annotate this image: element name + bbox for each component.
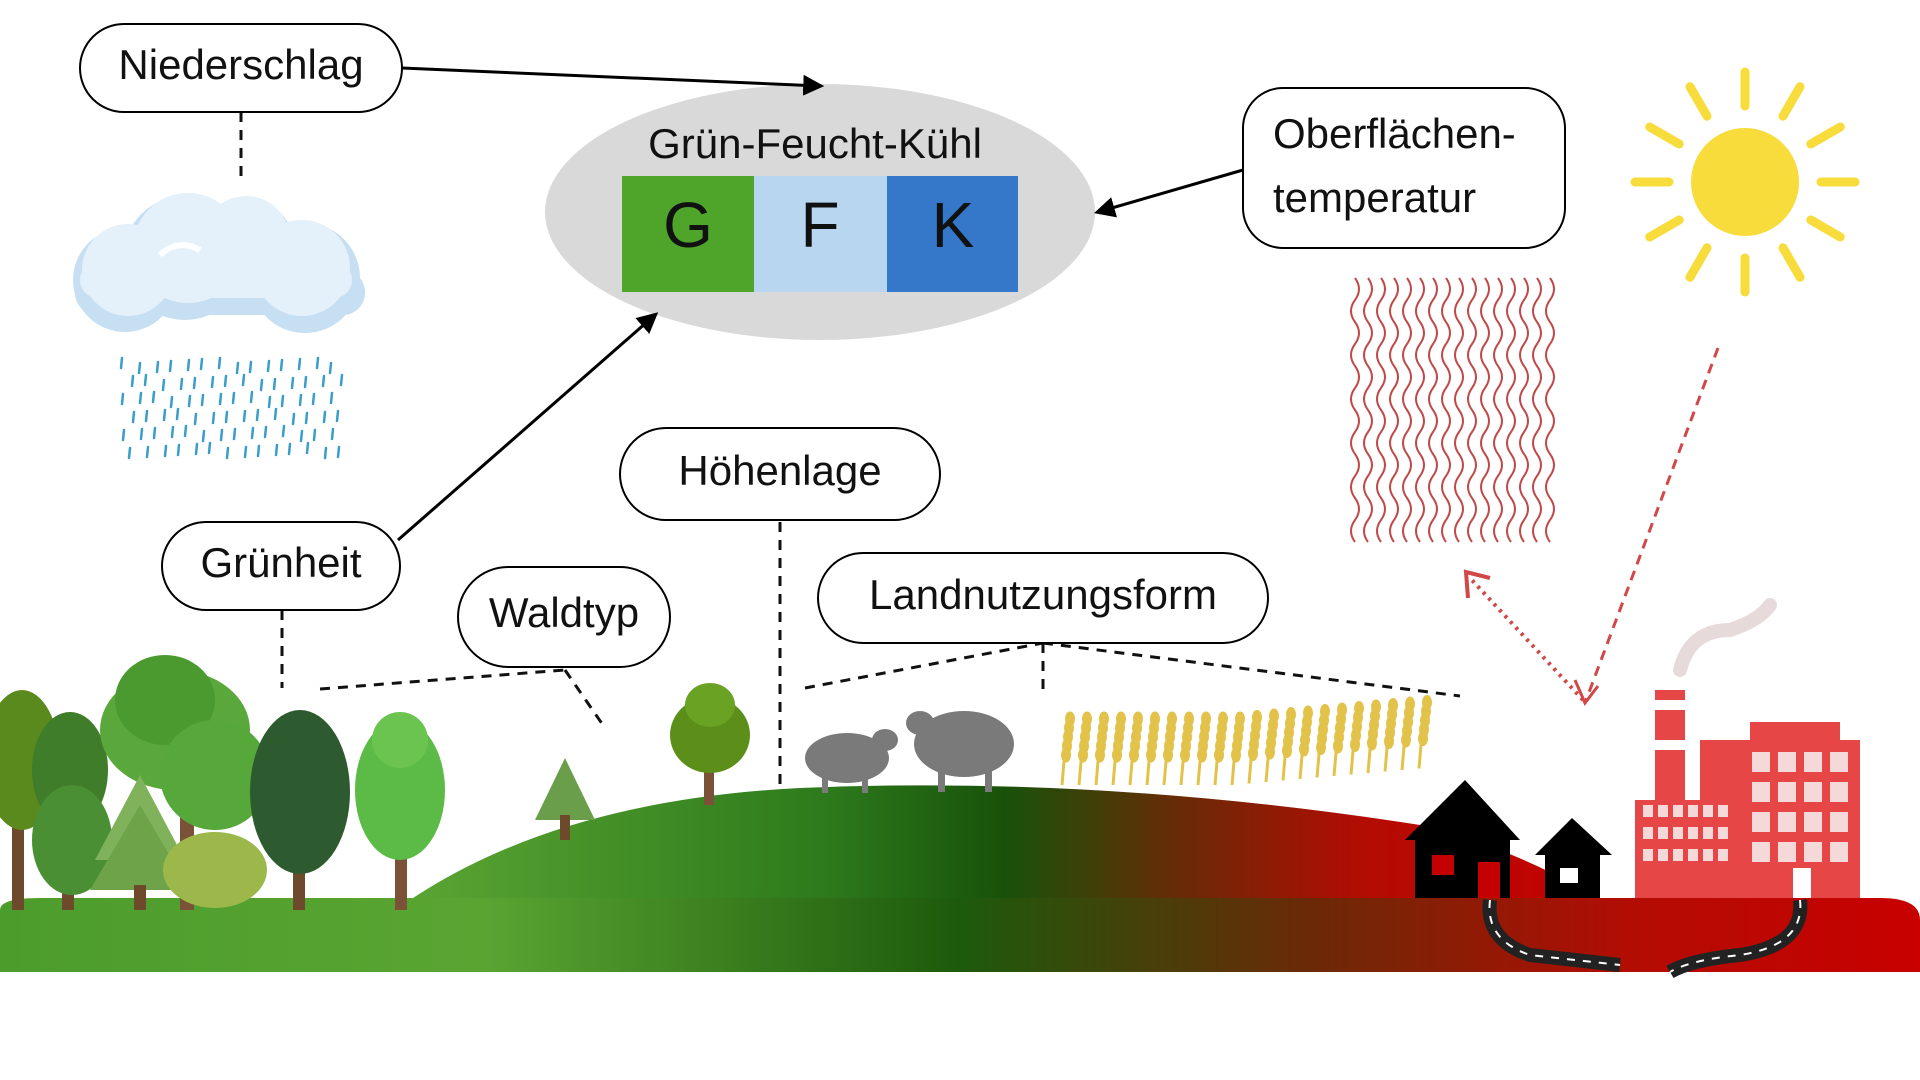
label-oberflaechen-line1: Oberflächen-	[1273, 110, 1516, 157]
house-icon	[1405, 780, 1612, 898]
heat-waves-icon	[1350, 277, 1555, 543]
wheat-icon	[1060, 695, 1432, 786]
gfk-letter-k: K	[932, 189, 975, 261]
hill	[410, 785, 1600, 900]
ground	[0, 898, 1920, 972]
arrow-oberflaeche	[1093, 168, 1244, 218]
radiation-tip	[1573, 679, 1600, 706]
radiation-out-arrow	[1468, 576, 1585, 702]
sheep-icon	[805, 711, 1014, 793]
label-waldtyp-text: Waldtyp	[489, 589, 639, 636]
dashed-connectors	[239, 112, 1461, 790]
gfk-cell-f	[754, 176, 887, 292]
gfk-title: Grün-Feucht-Kühl	[648, 120, 982, 167]
label-landnutzungsform-text: Landnutzungsform	[869, 571, 1217, 618]
gfk-cell-g	[622, 176, 754, 292]
label-gruenheit-text: Grünheit	[200, 539, 361, 586]
label-niederschlag-text: Niederschlag	[118, 41, 363, 88]
gfk-letter-g: G	[663, 189, 713, 261]
label-gruenheit: Grünheit	[161, 521, 401, 611]
gfk-letter-f: F	[800, 189, 839, 261]
factory-icon	[1635, 598, 1860, 898]
label-landnutzungsform: Landnutzungsform	[817, 552, 1269, 644]
arrow-gruenheit	[397, 312, 659, 542]
label-oberflaechentemperatur: Oberflächen- temperatur	[1242, 87, 1566, 249]
arrow-niederschlag	[401, 66, 825, 96]
sun-icon	[1630, 67, 1860, 297]
label-waldtyp: Waldtyp	[457, 566, 671, 668]
radiation-out-tip	[1463, 569, 1491, 599]
forest-icon	[0, 655, 750, 910]
gfk-center: Grün-Feucht-Kühl G F K	[545, 84, 1095, 340]
label-hoehenlage: Höhenlage	[619, 427, 941, 521]
label-niederschlag: Niederschlag	[79, 23, 403, 113]
road-icon	[1482, 899, 1808, 979]
landscape	[0, 785, 1920, 972]
radiation-in-arrow	[1583, 347, 1720, 704]
rain-cloud-icon	[73, 193, 365, 333]
gfk-cell-k	[887, 176, 1018, 292]
rain-drops-icon	[119, 356, 344, 460]
label-oberflaechen-line2: temperatur	[1273, 174, 1476, 221]
label-hoehenlage-text: Höhenlage	[678, 447, 881, 494]
